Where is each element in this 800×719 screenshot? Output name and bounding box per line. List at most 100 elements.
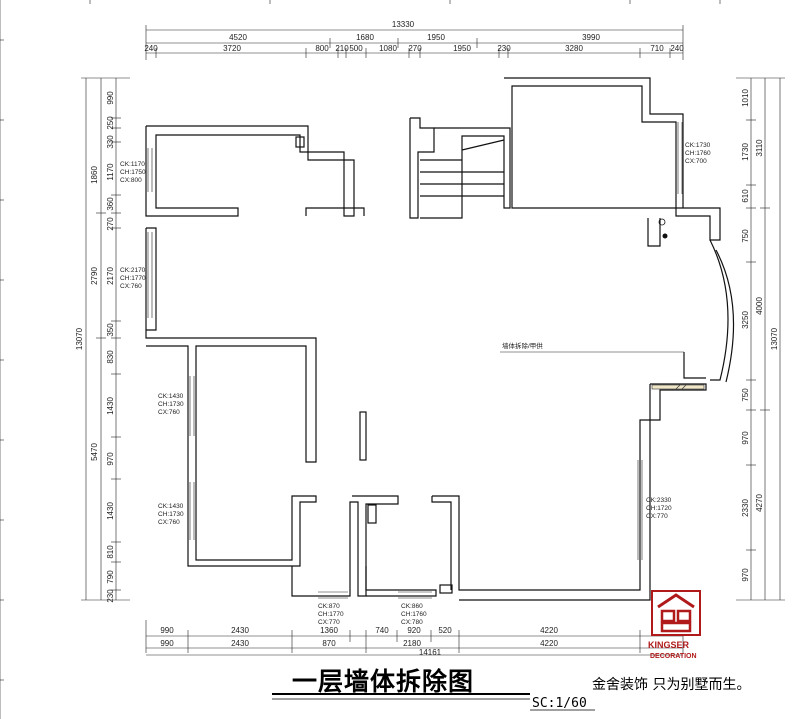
window-label-2: CK:2170 CH:1770 CX:760 [120, 267, 146, 290]
drawing-title: 一层墙体拆除图 [292, 667, 475, 696]
right-dimensions [736, 77, 785, 601]
dim-top-total: 13330 [392, 20, 415, 29]
dim-right-detail-1: 1010 [741, 89, 750, 107]
dim-right-detail-9: 970 [741, 568, 750, 582]
svg-text:CH:1720: CH:1720 [646, 505, 672, 512]
dim-left-total: 13070 [75, 327, 84, 350]
dim-left-mid-2: 2790 [90, 267, 99, 285]
dim-top-detail-5: 500 [349, 44, 363, 53]
brand-name: KINGSER [648, 640, 690, 650]
svg-text:CX:780: CX:780 [401, 619, 423, 626]
dim-right-detail-8: 2330 [741, 499, 750, 517]
dim-bottom-r1-6: 520 [438, 626, 452, 635]
walls [145, 77, 735, 601]
dim-left-mid-1: 1860 [90, 166, 99, 184]
dim-bottom-r2-1: 990 [160, 639, 174, 648]
dim-bottom-r1-1: 990 [160, 626, 174, 635]
dim-left-detail-5: 360 [106, 197, 115, 211]
top-dimensions [145, 25, 684, 60]
dim-bottom-r1-7: 4220 [540, 626, 558, 635]
dim-top-detail-4: 210 [335, 44, 349, 53]
dim-left-detail-7: 2170 [106, 267, 115, 285]
svg-text:CH:1760: CH:1760 [685, 150, 711, 157]
kingser-logo-icon [651, 590, 701, 636]
dim-top-detail-12: 240 [670, 44, 684, 53]
dim-right-detail-2: 1730 [741, 143, 750, 161]
dim-bottom-r2-5: 4220 [540, 639, 558, 648]
dim-left-detail-1: 990 [106, 91, 115, 105]
window-label-7: CK:870 CH:1770 CX:770 [318, 603, 344, 626]
dim-bottom-r2-2: 2430 [231, 639, 249, 648]
dim-top-detail-8: 1950 [453, 44, 471, 53]
dim-top-detail-6: 1080 [379, 44, 397, 53]
left-dimensions [81, 77, 130, 601]
dim-right-detail-3: 610 [741, 189, 750, 203]
dim-left-mid-3: 5470 [90, 443, 99, 461]
dim-left-detail-6: 270 [106, 217, 115, 231]
dim-left-detail-11: 970 [106, 452, 115, 466]
svg-text:CK:1170: CK:1170 [120, 161, 145, 168]
dim-bottom-r1-5: 920 [407, 626, 421, 635]
company-slogan: 金舍装饰 只为别墅而生。 [592, 677, 751, 693]
dim-top-detail-2: 3720 [223, 44, 241, 53]
dim-left-detail-9: 830 [106, 350, 115, 364]
dim-bottom-total: 14161 [419, 648, 442, 657]
pipe-circle [658, 218, 666, 226]
dim-right-mid-1: 3110 [755, 139, 764, 157]
dim-bottom-r1-2: 2430 [231, 626, 249, 635]
dim-left-detail-13: 810 [106, 545, 115, 559]
brand-sub: DECORATION [650, 653, 697, 660]
dim-top-detail-10: 3280 [565, 44, 583, 53]
svg-text:CK:870: CK:870 [318, 603, 340, 610]
demolition-note: 墙体拆除/甲供 [502, 341, 543, 350]
dim-right-detail-7: 970 [741, 431, 750, 445]
svg-text:CH:1760: CH:1760 [401, 611, 427, 618]
svg-text:CK:2170: CK:2170 [120, 267, 146, 274]
svg-text:CH:1730: CH:1730 [158, 511, 184, 518]
svg-text:CX:700: CX:700 [685, 158, 707, 165]
dim-left-detail-10: 1430 [106, 397, 115, 415]
svg-text:CX:800: CX:800 [120, 177, 142, 184]
window-label-4: CK:1430 CH:1730 CX:760 [158, 503, 184, 526]
svg-text:CH:1750: CH:1750 [120, 169, 146, 176]
svg-text:CX:760: CX:760 [158, 519, 180, 526]
svg-text:CX:770: CX:770 [646, 513, 668, 520]
dim-top-detail-9: 230 [497, 44, 511, 53]
svg-text:CK:1430: CK:1430 [158, 393, 184, 400]
window-label-8: CK:860 CH:1760 CX:780 [401, 603, 427, 626]
svg-text:CK:1430: CK:1430 [158, 503, 184, 510]
demolition-hatch [651, 384, 705, 390]
dim-top-detail-3: 800 [315, 44, 329, 53]
dim-bottom-r2-3: 870 [322, 639, 336, 648]
drawing-scale: SC:1/60 [532, 696, 587, 711]
svg-text:CH:1770: CH:1770 [318, 611, 344, 618]
column-dot [662, 233, 668, 239]
dim-left-detail-14: 790 [106, 570, 115, 584]
frame-ticks [0, 0, 721, 681]
dim-top-detail-1: 240 [144, 44, 158, 53]
dim-right-detail-4: 750 [741, 229, 750, 243]
dim-right-mid-2: 4000 [755, 297, 764, 315]
window-label-3: CK:1430 CH:1730 CX:760 [158, 393, 184, 416]
dim-top-mid-2: 1680 [356, 33, 374, 42]
dim-right-detail-5: 3250 [741, 311, 750, 329]
svg-text:CX:760: CX:760 [158, 409, 180, 416]
dim-left-detail-4: 1170 [106, 163, 115, 181]
dim-bottom-r2-4: 2180 [403, 639, 421, 648]
bottom-dimensions [145, 620, 684, 656]
window-label-5: CK:1730 CH:1760 CX:700 [685, 142, 711, 165]
svg-text:CK:2330: CK:2330 [646, 497, 672, 504]
dim-top-mid-3: 1950 [427, 33, 445, 42]
dim-left-detail-15: 230 [106, 589, 115, 603]
svg-text:CX:770: CX:770 [318, 619, 340, 626]
dim-top-mid-1: 4520 [229, 33, 247, 42]
dim-left-detail-12: 1430 [106, 502, 115, 520]
dim-top-detail-11: 710 [650, 44, 664, 53]
dim-left-detail-2: 250 [106, 116, 115, 130]
window-lines [147, 122, 683, 599]
svg-text:CH:1730: CH:1730 [158, 401, 184, 408]
svg-text:CK:860: CK:860 [401, 603, 423, 610]
svg-text:CH:1770: CH:1770 [120, 275, 146, 282]
svg-text:CK:1730: CK:1730 [685, 142, 711, 149]
